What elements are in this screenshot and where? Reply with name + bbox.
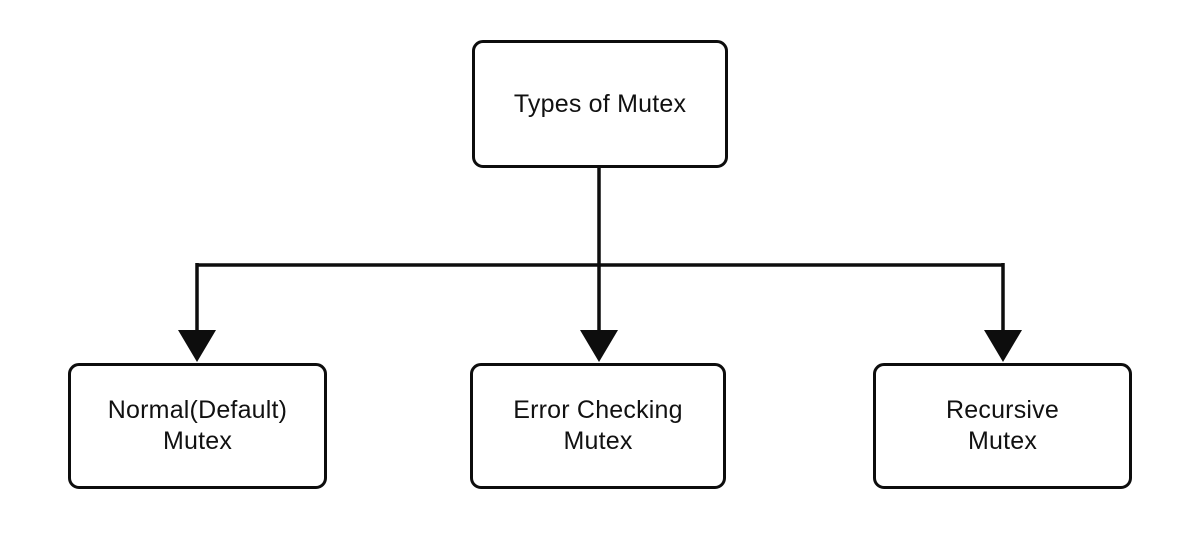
node-label-line: Error Checking	[513, 396, 683, 424]
node-label-line: Mutex	[563, 427, 633, 455]
node-label-line: Recursive	[946, 396, 1059, 424]
node-label-line: Mutex	[162, 427, 233, 455]
arrow-down-icon	[984, 330, 1022, 362]
node-label: Types of Mutex	[513, 89, 687, 118]
node-label-line: Normal(Default)	[107, 396, 288, 424]
node-types-of-mutex: Types of Mutex	[472, 40, 728, 168]
node-recursive-mutex: Recursive Mutex	[873, 363, 1132, 489]
arrow-down-icon	[178, 330, 216, 362]
arrow-down-icon	[580, 330, 618, 362]
connector-path	[195, 166, 1005, 334]
node-normal-default-mutex: Normal(Default) Mutex	[68, 363, 327, 489]
node-label-line: Mutex	[967, 427, 1038, 455]
node-error-checking-mutex: Error Checking Mutex	[470, 363, 726, 489]
